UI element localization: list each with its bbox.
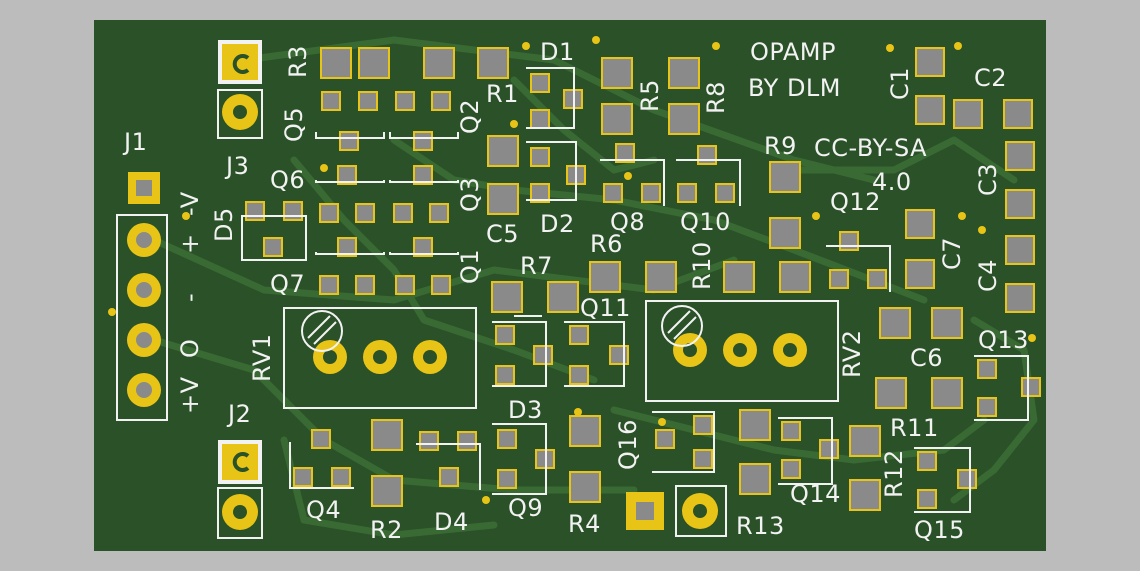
j1-pin-5-label: +V: [176, 376, 204, 414]
label-r3: R3: [284, 45, 312, 78]
label-q3: Q3: [456, 176, 484, 212]
label-r13: R13: [736, 512, 785, 540]
label-q10: Q10: [680, 208, 731, 236]
label-rv2: RV2: [838, 329, 866, 378]
label-d2: D2: [540, 210, 575, 238]
pcb-artwork: [94, 20, 1046, 551]
label-q14: Q14: [790, 480, 841, 508]
label-d1: D1: [540, 38, 575, 66]
label-q13: Q13: [978, 326, 1029, 354]
label-q16: Q16: [614, 419, 642, 470]
j1-outline: [116, 214, 168, 421]
label-r5: R5: [636, 79, 664, 112]
label-q15: Q15: [914, 516, 965, 544]
label-r10: R10: [688, 241, 716, 290]
label-c6: C6: [910, 344, 944, 372]
label-j2: J2: [228, 400, 252, 428]
label-q1: Q1: [456, 248, 484, 284]
j1-pin-3-label: -: [176, 292, 204, 302]
label-c5: C5: [486, 220, 520, 248]
label-q2: Q2: [456, 98, 484, 134]
label-c7: C7: [938, 236, 966, 270]
j1-pin-2-label: +: [176, 233, 204, 254]
label-r7: R7: [520, 252, 553, 280]
rv2-outline: [645, 300, 839, 402]
smd-pads: [245, 47, 1041, 511]
label-q7: Q7: [270, 270, 306, 298]
label-c4: C4: [974, 258, 1002, 292]
label-j3: J3: [226, 152, 250, 180]
label-d3: D3: [508, 396, 543, 424]
label-q9: Q9: [508, 494, 544, 522]
label-r8: R8: [702, 81, 730, 114]
license-line1: CC-BY-SA: [814, 134, 928, 162]
board-title-line2: BY DLM: [748, 74, 841, 102]
rv1-outline: [283, 307, 477, 409]
j1-pin-1-label: -V: [176, 191, 204, 216]
label-r1: R1: [486, 80, 519, 108]
label-r4: R4: [568, 510, 601, 538]
vias: [108, 36, 1036, 504]
label-q4: Q4: [306, 496, 342, 524]
label-c2: C2: [974, 64, 1008, 92]
label-c3: C3: [974, 162, 1002, 196]
label-q6: Q6: [270, 166, 306, 194]
label-r11: R11: [890, 414, 939, 442]
label-r9: R9: [764, 132, 797, 160]
license-line2: 4.0: [872, 168, 912, 196]
label-d5: D5: [210, 207, 238, 242]
board-title-line1: OPAMP: [750, 38, 836, 66]
label-q11: Q11: [580, 294, 631, 322]
label-c1: C1: [886, 66, 914, 100]
label-q8: Q8: [610, 208, 646, 236]
label-q12: Q12: [830, 188, 881, 216]
label-r6: R6: [590, 230, 623, 258]
through-hole-pads: [127, 40, 807, 539]
label-q5: Q5: [280, 106, 308, 142]
label-r2: R2: [370, 516, 403, 544]
label-j1: J1: [124, 128, 148, 156]
label-d4: D4: [434, 508, 469, 536]
j1-pin-4-label: O: [176, 338, 204, 358]
label-r12: R12: [880, 449, 908, 498]
label-rv1: RV1: [248, 333, 276, 382]
pcb-board: OPAMP BY DLM CC-BY-SA 4.0 J1 J3 J2 -V + …: [94, 20, 1046, 551]
